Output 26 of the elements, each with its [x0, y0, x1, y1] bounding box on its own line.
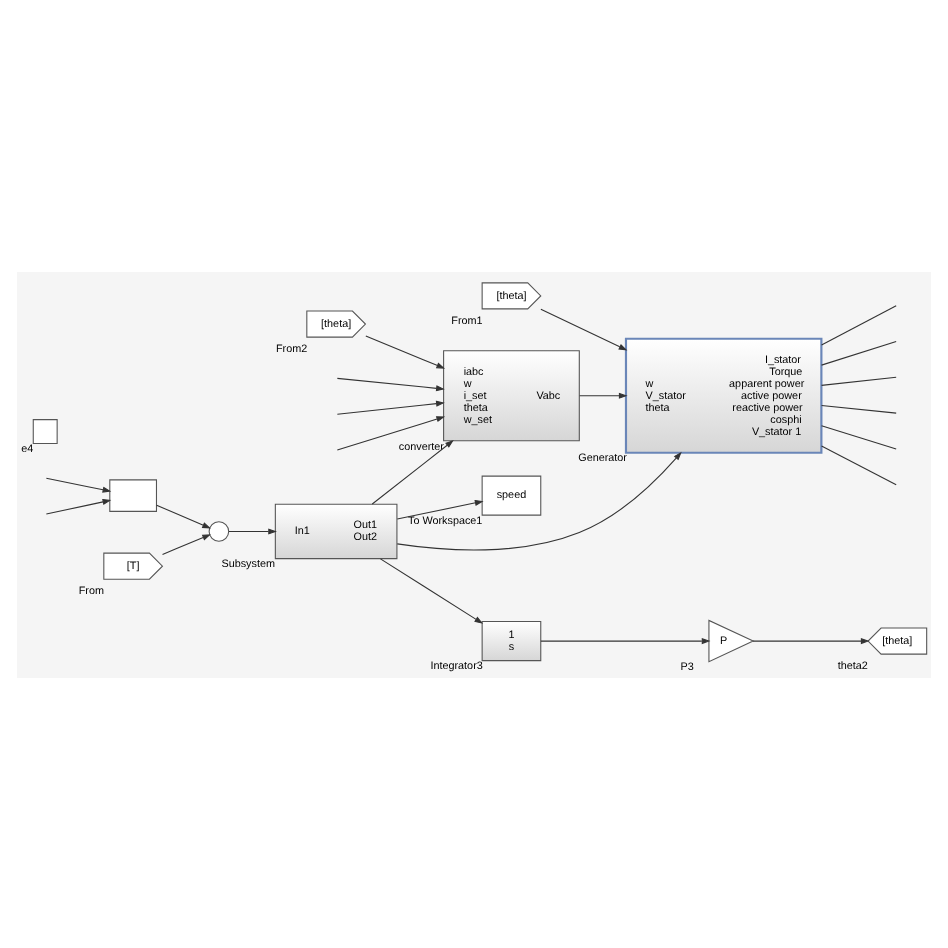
arrow	[45, 497, 112, 514]
arrow	[396, 498, 484, 519]
connector	[821, 339, 897, 365]
arrow	[540, 307, 628, 350]
arrow	[365, 334, 446, 368]
node-box	[32, 418, 58, 444]
arrow	[379, 557, 484, 623]
connector	[821, 424, 897, 449]
connector	[821, 375, 897, 385]
connector	[821, 304, 897, 345]
arrow	[371, 439, 454, 504]
arrow	[336, 399, 445, 414]
arrow	[396, 450, 682, 550]
node-circle	[208, 520, 230, 541]
node-switch	[109, 478, 157, 511]
arrow	[161, 533, 211, 554]
arrow	[336, 376, 445, 391]
arrow	[45, 476, 112, 492]
connector	[821, 444, 897, 485]
arrow	[228, 527, 277, 534]
arrow	[156, 503, 211, 528]
arrow	[540, 637, 711, 644]
arrow	[752, 637, 870, 644]
arrow	[336, 415, 446, 450]
arrow	[579, 391, 628, 398]
connector	[821, 404, 897, 413]
